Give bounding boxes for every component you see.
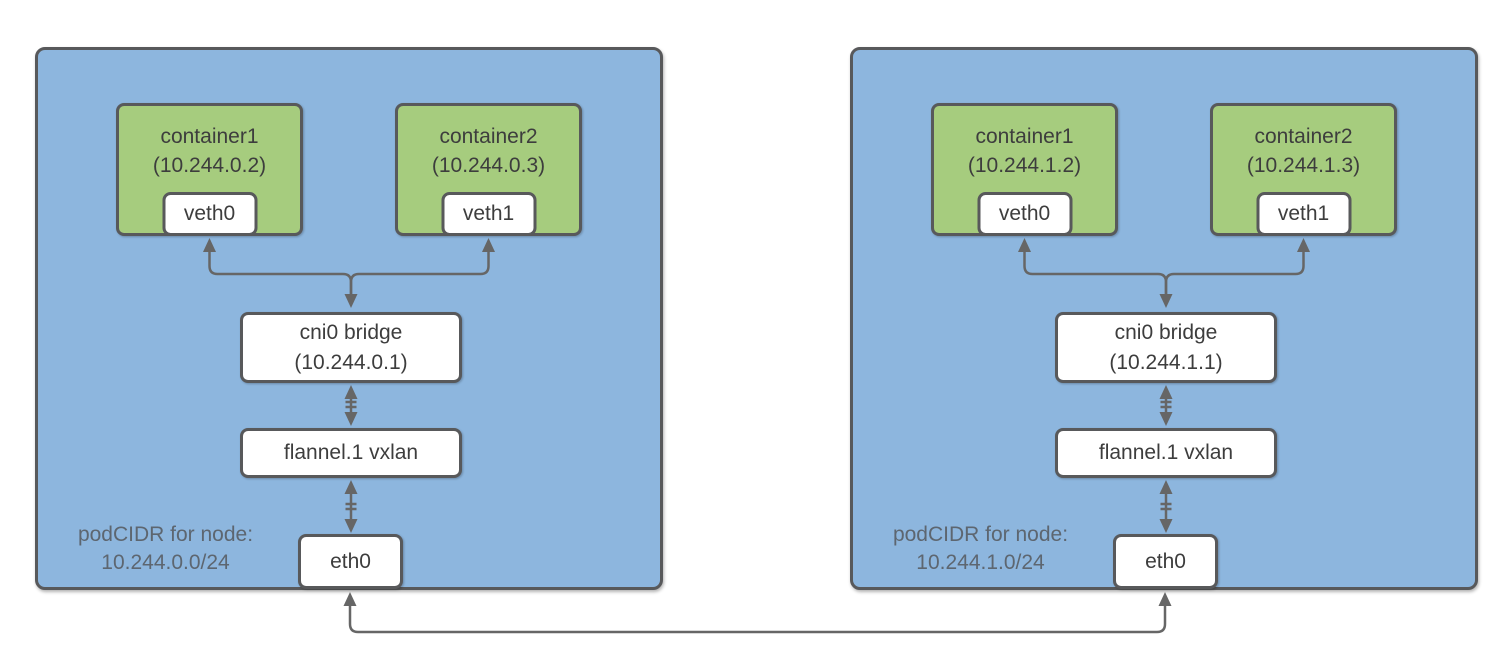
container-ip: (10.244.0.3) — [431, 154, 546, 177]
vxlan-nic-double-arrow — [344, 480, 358, 533]
node-box-2: container1 (10.244.1.2) veth0 container2… — [850, 47, 1478, 590]
bridge-vxlan-double-arrow — [344, 385, 358, 426]
vxlan-box: flannel.1 vxlan — [1055, 428, 1277, 478]
vxlan-nic-double-arrow — [1159, 480, 1173, 533]
veth-box: veth1 — [1256, 192, 1351, 236]
bridge-to-veth-branch-connector — [203, 238, 495, 308]
container-box: container2 (10.244.0.3) veth1 — [395, 103, 582, 236]
container-name: container1 — [975, 125, 1074, 148]
container-ip: (10.244.1.3) — [1246, 154, 1361, 177]
podcidr-label: podCIDR for node: 10.244.1.0/24 — [860, 521, 1101, 577]
bridge-box: cni0 bridge (10.244.0.1) — [240, 312, 462, 383]
bridge-name: cni0 bridge — [299, 320, 403, 344]
nic-box: eth0 — [298, 534, 403, 589]
nic-box: eth0 — [1113, 534, 1218, 589]
container-ip: (10.244.0.2) — [152, 154, 267, 177]
podcidr-label-line: podCIDR for node: — [77, 523, 254, 546]
veth-box: veth1 — [441, 192, 536, 236]
veth-box: veth0 — [977, 192, 1072, 236]
container-name: container1 — [160, 125, 259, 148]
bridge-to-veth-branch-connector — [1018, 238, 1310, 308]
container-name: container2 — [1254, 125, 1353, 148]
podcidr-value-line: 10.244.0.0/24 — [101, 551, 230, 574]
container-ip: (10.244.1.2) — [967, 154, 1082, 177]
vxlan-box: flannel.1 vxlan — [240, 428, 462, 478]
podcidr-label: podCIDR for node: 10.244.0.0/24 — [45, 521, 286, 577]
bridge-name: cni0 bridge — [1114, 320, 1218, 344]
container-box: container2 (10.244.1.3) veth1 — [1210, 103, 1397, 236]
node-box-1: container1 (10.244.0.2) veth0 container2… — [35, 47, 663, 590]
bridge-vxlan-double-arrow — [1159, 385, 1173, 426]
container-box: container1 (10.244.0.2) veth0 — [116, 103, 303, 236]
bridge-box: cni0 bridge (10.244.1.1) — [1055, 312, 1277, 383]
veth-box: veth0 — [162, 192, 257, 236]
container-name: container2 — [439, 125, 538, 148]
container-box: container1 (10.244.1.2) veth0 — [931, 103, 1118, 236]
bridge-ip: (10.244.1.1) — [1109, 350, 1223, 374]
podcidr-value-line: 10.244.1.0/24 — [916, 551, 1045, 574]
bridge-ip: (10.244.0.1) — [294, 350, 408, 374]
podcidr-label-line: podCIDR for node: — [892, 523, 1069, 546]
